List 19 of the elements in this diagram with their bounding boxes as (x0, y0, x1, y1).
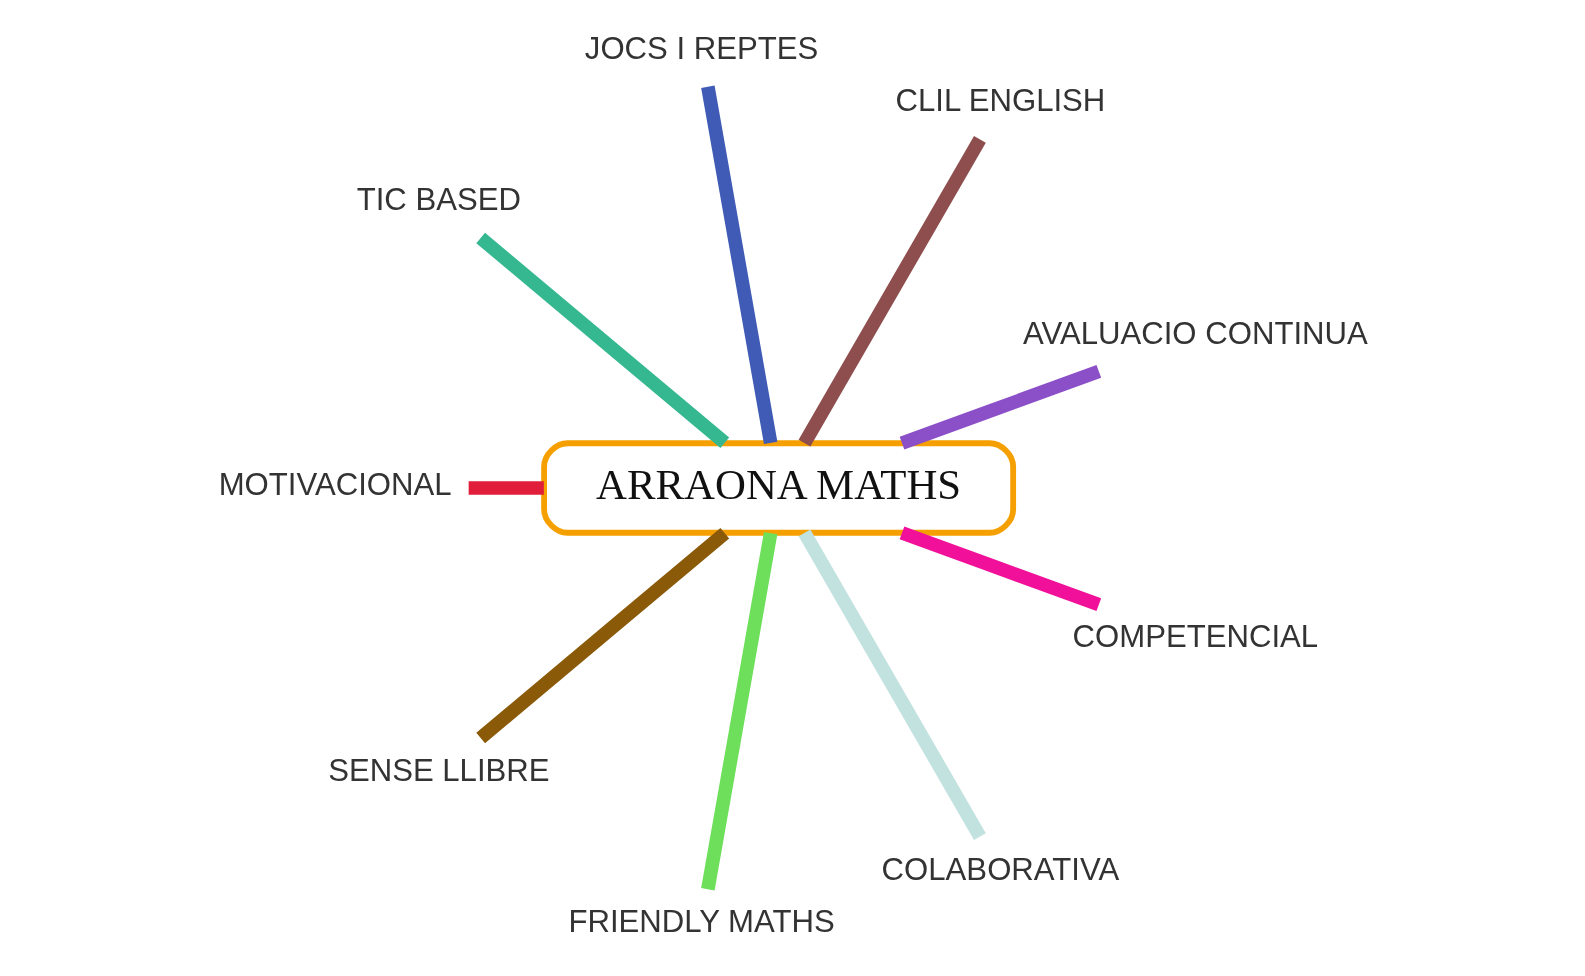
connector (476, 232, 730, 449)
node-text: JOCS I REPTES (584, 30, 819, 66)
node-text: FRIENDLY MATHS (568, 904, 835, 940)
connector (468, 481, 544, 495)
connector (476, 527, 730, 744)
node-text: CLIL ENGLISH (895, 83, 1106, 119)
node-text: AVALUACIO CONTINUA (1023, 315, 1368, 351)
node-text: TIC BASED (356, 182, 522, 218)
connector (899, 365, 1102, 450)
connector (798, 135, 986, 447)
node-text: COLABORATIVA (881, 851, 1120, 887)
connector (798, 529, 986, 841)
node-box: ARRAONA MATHS (541, 440, 1017, 536)
node-text: MOTIVACIONAL (218, 467, 452, 503)
connector (701, 85, 778, 445)
connector (899, 526, 1102, 611)
node-text: COMPETENCIAL (1072, 619, 1319, 655)
connector (701, 531, 778, 891)
node-text: SENSE LLIBRE (328, 752, 550, 788)
